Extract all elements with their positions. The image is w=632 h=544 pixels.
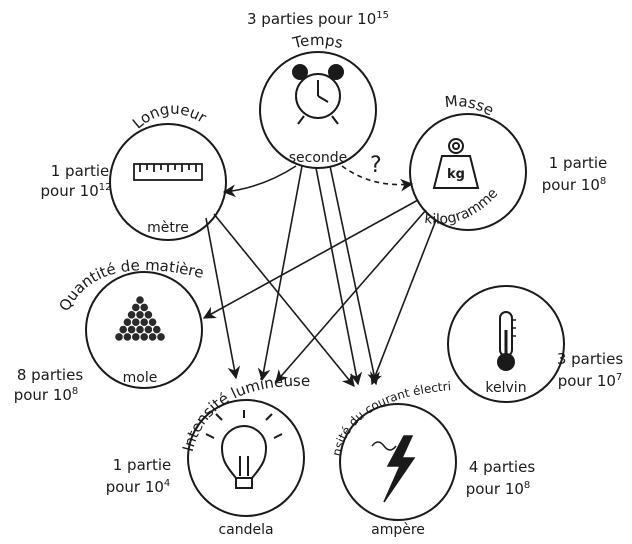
alarm-clock-icon bbox=[293, 65, 343, 124]
ball bbox=[127, 311, 135, 319]
matiere-precision-line1: 8 parties bbox=[17, 366, 83, 384]
arrow-kg-to-candela bbox=[276, 210, 426, 382]
node-masse: Masse kg kilogramme 1 partie pour 108 bbox=[410, 92, 607, 230]
ball bbox=[136, 325, 144, 333]
ball bbox=[140, 333, 148, 341]
courant-unit: ampère bbox=[371, 522, 425, 538]
ball bbox=[144, 311, 152, 319]
lumineuse-unit: candela bbox=[218, 522, 273, 538]
ball bbox=[140, 303, 148, 311]
masse-unit: kilogramme bbox=[424, 185, 502, 227]
arrow-metre-to-candela bbox=[206, 218, 236, 378]
longueur-precision-line2: pour 1012 bbox=[41, 182, 112, 200]
masse-icon-text: kg bbox=[447, 167, 465, 182]
ruler-icon bbox=[134, 164, 202, 180]
temps-unit: seconde bbox=[289, 150, 348, 166]
temps-precision: 3 parties pour 1015 bbox=[247, 10, 389, 28]
matiere-precision-line2: pour 108 bbox=[14, 386, 79, 404]
ball bbox=[119, 325, 127, 333]
node-temps: Temps seconde 3 parties pour 1015 bbox=[247, 10, 389, 168]
ball bbox=[123, 333, 131, 341]
light-bulb-icon bbox=[206, 410, 282, 488]
ball bbox=[136, 296, 144, 304]
masse-precision-line2: pour 108 bbox=[542, 176, 607, 194]
lumineuse-precision-line2: pour 104 bbox=[106, 478, 171, 496]
lightning-icon bbox=[372, 436, 414, 502]
ball bbox=[127, 325, 135, 333]
node-longueur: Longueur mètre 1 partie pour 1012 bbox=[41, 100, 226, 240]
node-kelvin: kelvin 3 parties pour 107 bbox=[448, 286, 623, 402]
arrows bbox=[204, 166, 436, 386]
masse-precision-line1: 1 partie bbox=[549, 154, 607, 172]
longueur-precision-line1: 1 partie bbox=[51, 162, 109, 180]
pyramid-of-balls-icon bbox=[115, 296, 165, 341]
node-lumineuse: Intensité lumineuse candela 1 partie pou… bbox=[106, 372, 311, 538]
kelvin-unit: kelvin bbox=[485, 380, 526, 396]
ball bbox=[136, 311, 144, 319]
ball bbox=[132, 303, 140, 311]
ball bbox=[140, 318, 148, 326]
ball bbox=[148, 333, 156, 341]
matiere-title: Quantité de matière bbox=[55, 256, 205, 314]
node-matiere: Quantité de matière mole 8 parties pour … bbox=[14, 256, 206, 404]
ball bbox=[157, 333, 165, 341]
longueur-title: Longueur bbox=[129, 100, 210, 133]
ball bbox=[148, 318, 156, 326]
ball bbox=[153, 325, 161, 333]
ball bbox=[132, 318, 140, 326]
longueur-unit: mètre bbox=[147, 220, 189, 236]
courant-precision-line1: 4 parties bbox=[469, 458, 535, 476]
arrow-seconde-to-candela bbox=[262, 166, 302, 380]
kelvin-precision-line1: 3 parties bbox=[557, 350, 623, 368]
arrow-seconde-to-metre bbox=[224, 166, 296, 192]
kelvin-precision-line2: pour 107 bbox=[558, 372, 623, 390]
arrow-kg-to-mole bbox=[204, 200, 418, 318]
temps-title: Temps bbox=[290, 31, 345, 52]
question-mark: ? bbox=[370, 153, 382, 178]
thermometer-icon bbox=[498, 312, 516, 370]
courant-precision-line2: pour 108 bbox=[466, 480, 531, 498]
ball bbox=[115, 333, 123, 341]
ball bbox=[144, 325, 152, 333]
ball bbox=[132, 333, 140, 341]
lumineuse-precision-line1: 1 partie bbox=[113, 456, 171, 474]
matiere-unit: mole bbox=[123, 370, 158, 386]
arrow-kg-to-ampere bbox=[372, 220, 436, 384]
ball bbox=[123, 318, 131, 326]
